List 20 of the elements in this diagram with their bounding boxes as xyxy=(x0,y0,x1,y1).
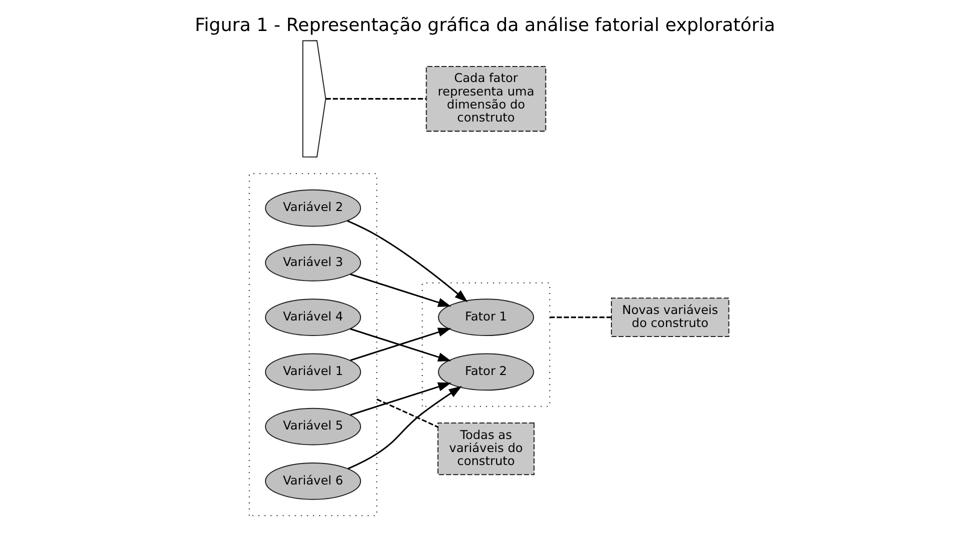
node-brace xyxy=(302,40,326,158)
node-ellipse: Variável 6 xyxy=(264,462,361,500)
node-ellipse: Variável 1 xyxy=(264,353,361,391)
arrow xyxy=(347,386,462,470)
diagram-title: Figura 1 - Representação gráfica da análise fatorial exploratória xyxy=(194,14,775,36)
node-ellipse: Variável 5 xyxy=(264,408,361,446)
node-box: Todas as variáveis do construto xyxy=(436,422,534,476)
node-ellipse: Variável 2 xyxy=(264,189,361,227)
node-box: Cada fator representa uma dimensão do construto xyxy=(425,66,546,132)
cluster xyxy=(421,282,550,407)
node-box: Novas variáveis do construto xyxy=(610,298,729,338)
connector xyxy=(376,398,438,428)
connector xyxy=(325,98,426,100)
arrow xyxy=(346,220,468,302)
node-ellipse: Variável 3 xyxy=(264,244,361,282)
node-ellipse: Variável 4 xyxy=(264,298,361,336)
arrow xyxy=(350,274,451,307)
cluster xyxy=(248,173,377,516)
arrow xyxy=(350,382,451,416)
connector xyxy=(549,316,611,318)
